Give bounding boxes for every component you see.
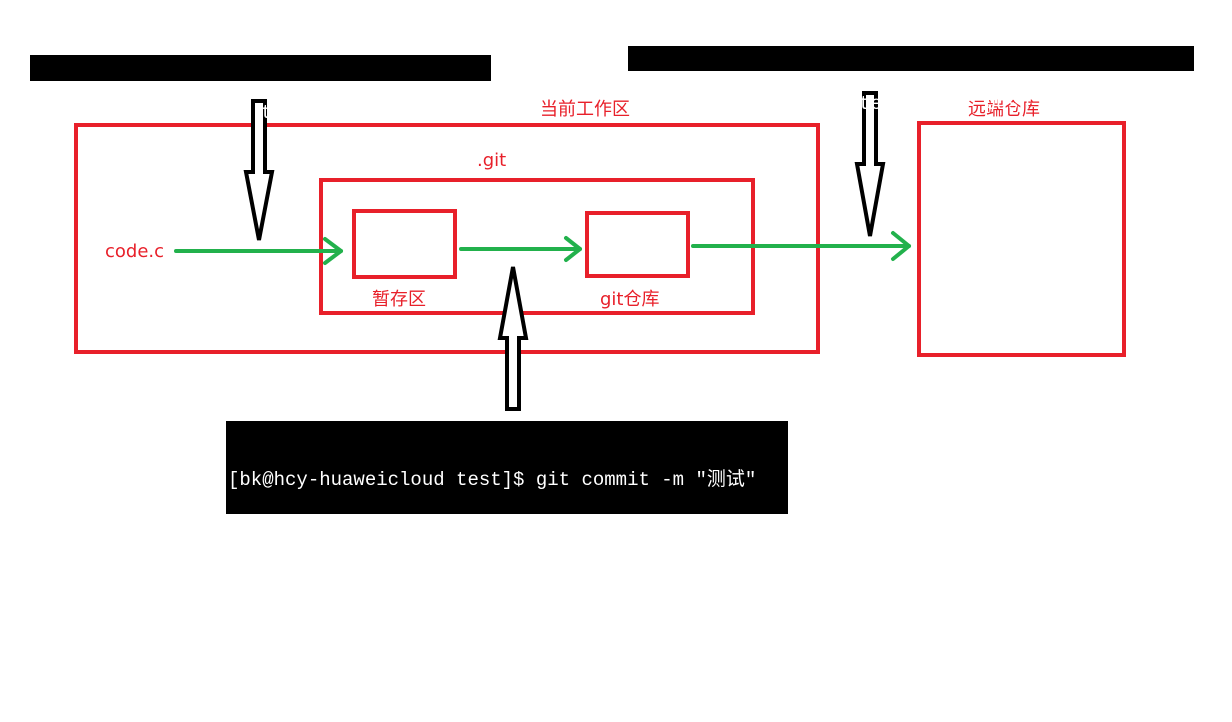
- workspace-box: [74, 123, 820, 354]
- git-repo-label: git仓库: [600, 289, 660, 310]
- git-repo-box: [585, 211, 690, 278]
- arrow-stage-to-repo: [459, 236, 582, 262]
- stage-label: 暂存区: [372, 289, 426, 310]
- terminal-line: [bk@hcy-huaweicloud test]$ git add code.…: [33, 102, 501, 124]
- arrow-file-to-stage: [174, 237, 343, 265]
- terminal-line: [master 46edbaa] 测试: [228, 538, 460, 560]
- file-label: code.c: [105, 241, 165, 262]
- terminal-line: [bk@hcy-huaweicloud test]$ git push: [631, 93, 1031, 115]
- terminal-git-push: [bk@hcy-huaweicloud test]$ git push: [628, 46, 1194, 115]
- git-workflow-diagram: [74, 91, 1126, 411]
- git-dir-label: .git: [477, 150, 507, 171]
- arrow-git-add: [243, 99, 275, 241]
- terminal-line: [bk@hcy-huaweicloud test]$ git commit -m…: [228, 469, 757, 491]
- terminal-git-commit: [bk@hcy-huaweicloud test]$ git commit -m…: [226, 421, 788, 698]
- terminal-line: create mode 100644 code.c: [228, 676, 525, 698]
- remote-repo-box: [917, 121, 1126, 357]
- arrow-git-commit: [497, 266, 529, 411]
- terminal-line: 1 file changed, 0 insertions(+), 0 delet…: [228, 607, 776, 629]
- terminal-git-add: [bk@hcy-huaweicloud test]$ git add code.…: [30, 55, 500, 124]
- arrow-git-push: [854, 91, 886, 237]
- stage-box: [352, 209, 457, 279]
- arrow-repo-to-remote: [691, 231, 911, 261]
- workspace-label: 当前工作区: [540, 99, 630, 120]
- remote-repo-label: 远端仓库: [968, 99, 1040, 120]
